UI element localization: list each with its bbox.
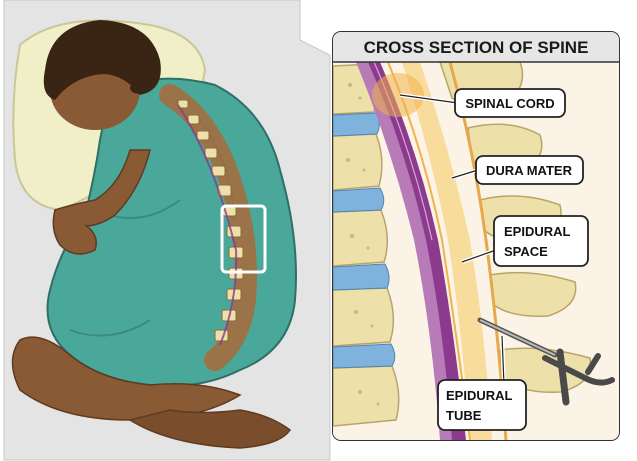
label-epidural-tube-line1: EPIDURAL — [446, 388, 513, 403]
label-spinal-cord-text: SPINAL CORD — [465, 96, 554, 111]
label-epidural-space: EPIDURAL SPACE — [494, 216, 588, 266]
label-spinal-cord: SPINAL CORD — [455, 89, 565, 117]
panel-title: CROSS SECTION OF SPINE — [364, 38, 589, 57]
label-epidural-tube-line2: TUBE — [446, 408, 482, 423]
label-epidural-space-line2: SPACE — [504, 244, 548, 259]
label-dura-mater-text: DURA MATER — [486, 163, 573, 178]
label-dura-mater: DURA MATER — [476, 156, 583, 184]
label-epidural-tube: EPIDURAL TUBE — [438, 380, 526, 430]
label-epidural-space-line1: EPIDURAL — [504, 224, 571, 239]
